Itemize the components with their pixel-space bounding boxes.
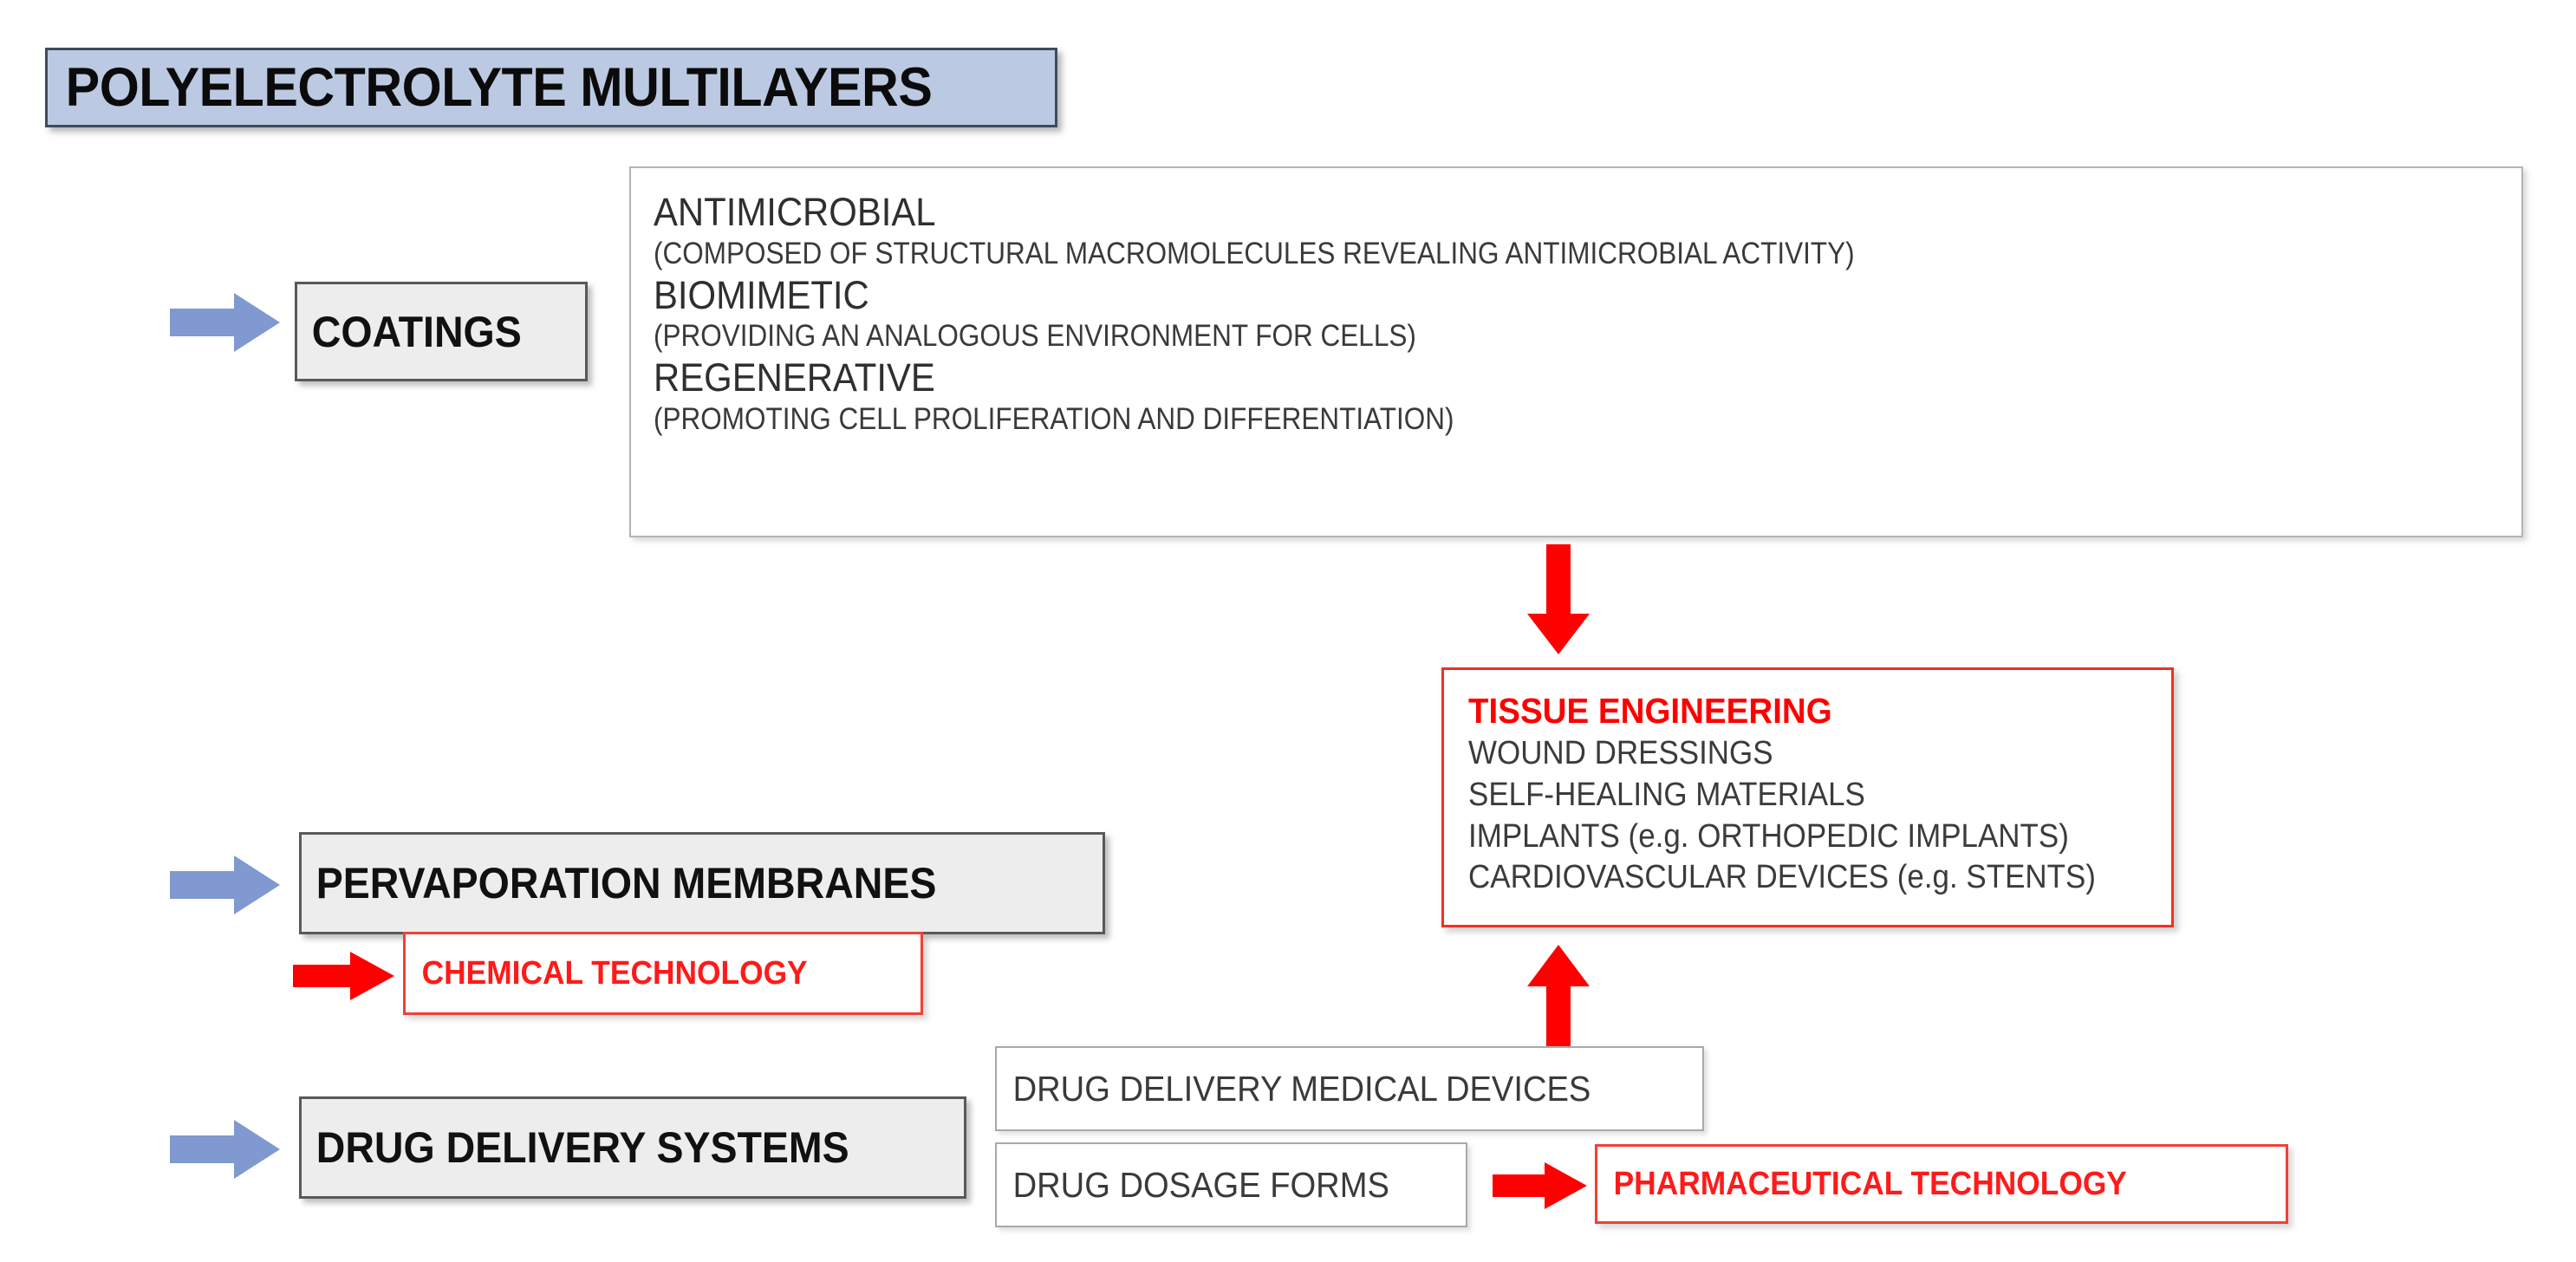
coatings-entry-heading: BIOMIMETIC [654,272,869,317]
coatings-entry-heading: ANTIMICROBIAL [654,190,936,234]
outcome-box-chemical-technology[interactable]: CHEMICAL TECHNOLOGY [403,932,923,1015]
coatings-description-panel: ANTIMICROBIAL (COMPOSED OF STRUCTURAL MA… [629,166,2523,537]
blue-right-arrow-icon [170,1120,280,1179]
output-box-drug-delivery-medical-devices[interactable]: DRUG DELIVERY MEDICAL DEVICES [995,1046,1704,1131]
branch-label-drug-delivery-systems: DRUG DELIVERY SYSTEMS [315,1123,849,1172]
output-label-drug-delivery-medical-devices: DRUG DELIVERY MEDICAL DEVICES [1012,1068,1591,1109]
output-box-drug-dosage-forms[interactable]: DRUG DOSAGE FORMS [995,1142,1467,1227]
branch-label-coatings: COATINGS [311,307,522,356]
tissue-engineering-item: WOUND DRESSINGS [1468,734,1773,771]
red-right-arrow-icon [1493,1162,1587,1209]
outcome-box-pharmaceutical-technology[interactable]: PHARMACEUTICAL TECHNOLOGY [1595,1144,2288,1224]
branch-box-pervaporation-membranes[interactable]: PERVAPORATION MEMBRANES [299,832,1105,934]
red-right-arrow-icon [293,952,394,1000]
coatings-entry-detail: (COMPOSED OF STRUCTURAL MACROMOLECULES R… [654,236,1855,270]
coatings-entry-detail: (PROMOTING CELL PROLIFERATION AND DIFFER… [654,402,1454,437]
branch-box-coatings[interactable]: COATINGS [295,282,588,381]
tissue-engineering-item: CARDIOVASCULAR DEVICES (e.g. STENTS) [1468,859,2096,896]
coatings-entry-detail: (PROVIDING AN ANALOGOUS ENVIRONMENT FOR … [654,319,1416,354]
red-down-arrow-icon [1527,544,1590,654]
page-title: POLYELECTROLYTE MULTILAYERS [65,57,933,118]
tissue-engineering-panel: TISSUE ENGINEERING WOUND DRESSINGS SELF-… [1441,667,2174,927]
outcome-label-pharmaceutical-technology: PHARMACEUTICAL TECHNOLOGY [1613,1165,2127,1202]
tissue-engineering-item: IMPLANTS (e.g. ORTHOPEDIC IMPLANTS) [1468,817,2069,855]
red-up-arrow-icon [1527,945,1590,1065]
branch-label-pervaporation-membranes: PERVAPORATION MEMBRANES [315,859,937,907]
tissue-engineering-title: TISSUE ENGINEERING [1468,691,1832,731]
page-title-box: POLYELECTROLYTE MULTILAYERS [45,48,1057,127]
output-label-drug-dosage-forms: DRUG DOSAGE FORMS [1012,1164,1389,1205]
branch-box-drug-delivery-systems[interactable]: DRUG DELIVERY SYSTEMS [299,1096,966,1199]
blue-right-arrow-icon [170,293,280,352]
coatings-entry-heading: REGENERATIVE [654,355,935,400]
outcome-label-chemical-technology: CHEMICAL TECHNOLOGY [421,954,808,992]
blue-right-arrow-icon [170,855,280,914]
tissue-engineering-item: SELF-HEALING MATERIALS [1468,776,1865,813]
